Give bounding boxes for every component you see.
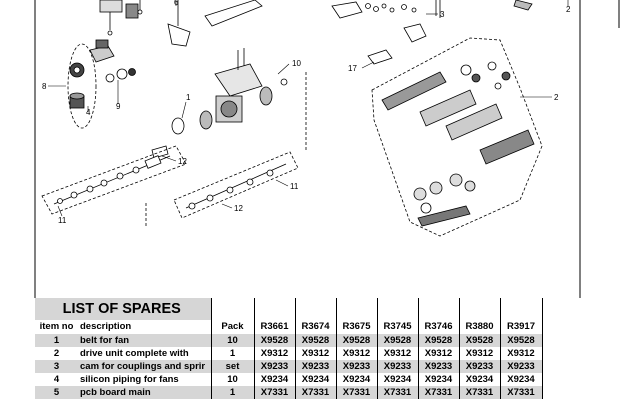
- part-code: X7331: [253, 386, 295, 399]
- callout-3: 3: [440, 10, 445, 19]
- item-pack: 10: [210, 373, 254, 386]
- part-code: X9234: [253, 373, 295, 386]
- callout-12-left: 12: [178, 157, 187, 166]
- col-header-r3746: R3746: [417, 320, 459, 334]
- part-code: X9528: [294, 334, 336, 347]
- col-header-r3675: R3675: [335, 320, 377, 334]
- item-description: pcb board main: [78, 386, 211, 399]
- part-code: X9233: [417, 360, 459, 373]
- part-code: X9528: [499, 334, 543, 347]
- part-code: X9312: [253, 347, 295, 360]
- col-header-r3745: R3745: [376, 320, 418, 334]
- bogie-assembly: [367, 23, 543, 237]
- col-header-r3674: R3674: [294, 320, 336, 334]
- part-code: X9234: [458, 373, 500, 386]
- table-row: 3 cam for couplings and sprir set X9233 …: [35, 360, 543, 373]
- table-row: 5 pcb board main 1 X7331 X7331 X7331 X73…: [35, 386, 543, 399]
- motor-assembly: [151, 48, 288, 159]
- part-code: X9312: [376, 347, 418, 360]
- part-code: X9528: [417, 334, 459, 347]
- col-header-r3661: R3661: [253, 320, 295, 334]
- top-left-parts: [99, 0, 263, 47]
- spares-table: LIST OF SPARES item no description Pack …: [35, 298, 543, 399]
- callout-1: 1: [186, 93, 191, 102]
- item-description: silicon piping for fans: [80, 373, 179, 385]
- part-code: X9234: [376, 373, 418, 386]
- callout-12-right: 12: [234, 204, 243, 213]
- part-code: X7331: [458, 386, 500, 399]
- item-no: 3: [35, 360, 78, 373]
- part-code: X9233: [499, 360, 543, 373]
- fan-gear-assembly: [67, 39, 136, 129]
- item-pack: 10: [210, 334, 254, 347]
- item-description: cam for couplings and sprir: [78, 360, 211, 373]
- part-code: X9528: [253, 334, 295, 347]
- item-no: 4: [53, 373, 60, 385]
- part-code: X9234: [335, 373, 377, 386]
- part-code: X9233: [335, 360, 377, 373]
- part-code: X9528: [335, 334, 377, 347]
- part-code: X9234: [499, 373, 543, 386]
- col-header-r3880: R3880: [458, 320, 500, 334]
- part-code: X9234: [294, 373, 336, 386]
- col-header-description: description: [80, 321, 132, 332]
- item-no: 5: [35, 386, 78, 399]
- spares-title: LIST OF SPARES: [35, 298, 211, 320]
- part-code: X9312: [417, 347, 459, 360]
- part-code: X9233: [376, 360, 418, 373]
- table-row: 1 belt for fan 10 X9528 X9528 X9528 X952…: [35, 334, 543, 347]
- item-pack: set: [210, 360, 254, 373]
- part-code: X7331: [499, 386, 543, 399]
- drive-shaft-assembly: [41, 72, 307, 226]
- item-no: 1: [35, 334, 78, 347]
- callout-9: 9: [116, 102, 121, 111]
- part-code: X9312: [458, 347, 500, 360]
- table-row: 2 drive unit complete with 1 X9312 X9312…: [35, 347, 543, 360]
- part-code: X9233: [253, 360, 295, 373]
- part-code: X7331: [335, 386, 377, 399]
- part-code: X7331: [294, 386, 336, 399]
- callout-11-right: 11: [290, 182, 299, 191]
- part-code: X9312: [294, 347, 336, 360]
- top-right-parts: [331, 0, 533, 19]
- item-no: 2: [53, 347, 60, 359]
- callout-4: 4: [86, 108, 91, 117]
- part-code: X7331: [376, 386, 418, 399]
- callout-10: 10: [292, 59, 301, 68]
- part-code: X9528: [376, 334, 418, 347]
- part-code: X9233: [458, 360, 500, 373]
- part-code: X9312: [499, 347, 543, 360]
- item-pack: 1: [210, 347, 254, 360]
- table-row: 4 silicon piping for fans 10 X9234 X9234…: [35, 373, 543, 386]
- col-header-r3917: R3917: [499, 320, 543, 334]
- item-description: belt for fan: [78, 334, 211, 347]
- callout-17: 17: [348, 64, 357, 73]
- callout-6: 6: [174, 0, 179, 7]
- part-code: X7331: [417, 386, 459, 399]
- part-code: X9528: [458, 334, 500, 347]
- callout-2-right: 2: [554, 93, 559, 102]
- callout-8: 8: [42, 82, 47, 91]
- col-header-item-no: item no: [39, 321, 74, 332]
- item-pack: 1: [210, 386, 254, 399]
- part-code: X9234: [417, 373, 459, 386]
- callout-11-left: 11: [58, 216, 67, 225]
- part-code: X9312: [335, 347, 377, 360]
- part-code: X9233: [294, 360, 336, 373]
- callout-2-top: 2: [566, 5, 571, 14]
- callout-leaders: [48, 0, 569, 217]
- item-description: drive unit complete with: [80, 347, 189, 359]
- col-header-pack: Pack: [210, 320, 254, 334]
